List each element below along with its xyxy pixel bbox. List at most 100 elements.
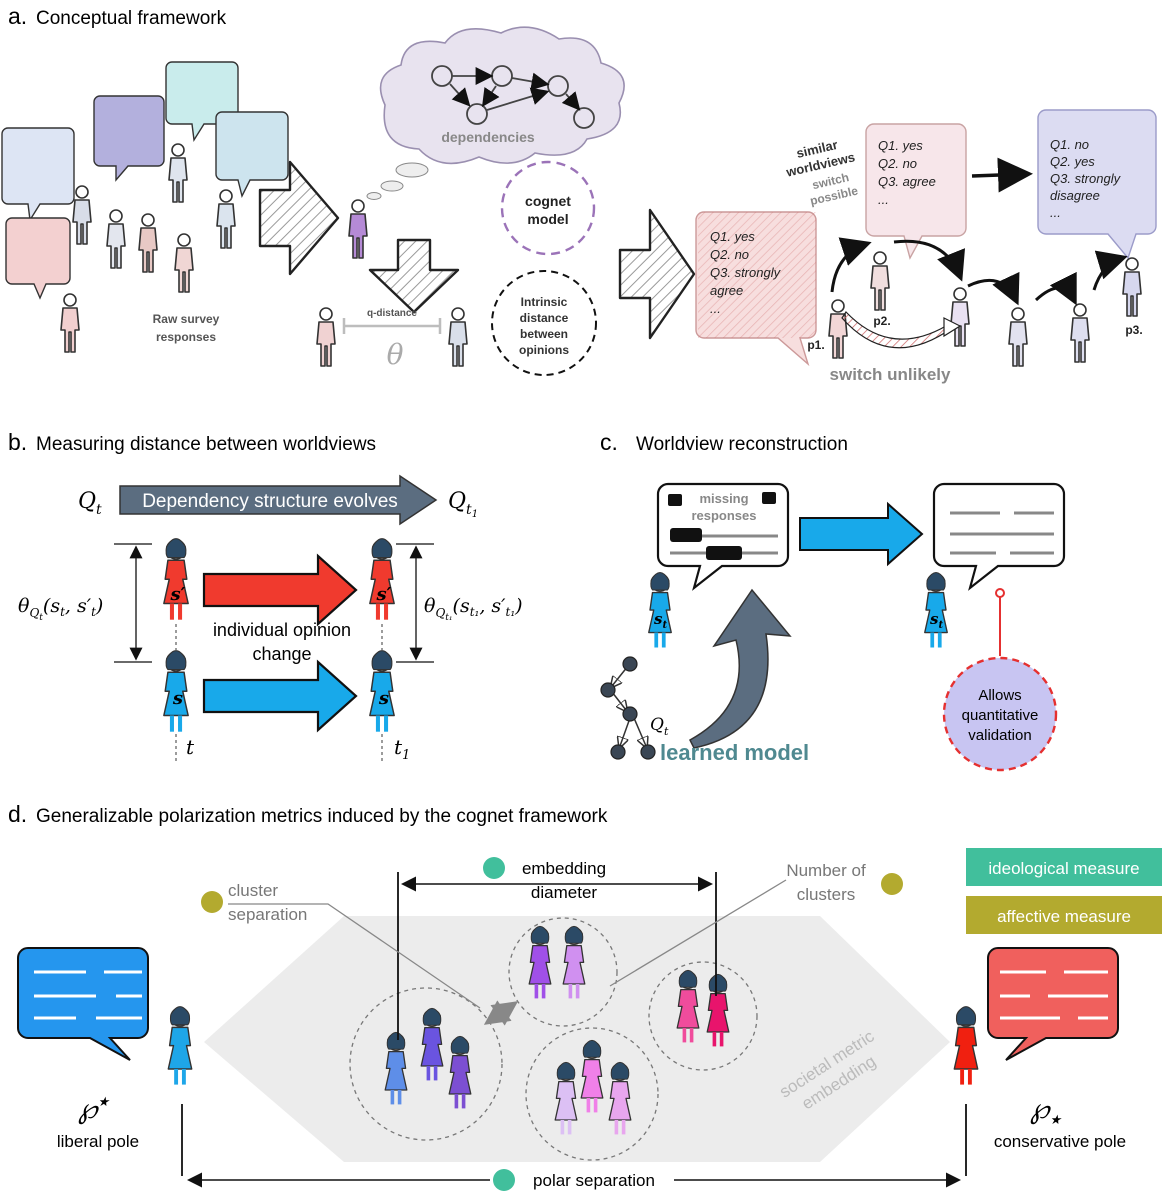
intrinsic-distance-circle bbox=[491, 270, 597, 376]
bubble-text: disagree bbox=[1050, 188, 1100, 203]
switch-arrows bbox=[830, 237, 1128, 306]
q-distance-label: q-distance bbox=[367, 308, 417, 319]
bubble-text: Q3. strongly bbox=[710, 265, 782, 280]
speech-bubble bbox=[5, 217, 71, 300]
reconstructed-bubble bbox=[932, 482, 1066, 591]
opinion-bubble-2 bbox=[865, 123, 967, 260]
learned-model-label: learned model bbox=[660, 740, 809, 765]
affective-dot bbox=[201, 891, 223, 913]
dependency-banner bbox=[119, 474, 438, 526]
model-label: model bbox=[527, 211, 568, 227]
panel-d-title: Generalizable polarization metrics induc… bbox=[36, 806, 608, 827]
switch-unlikely-label: switch unlikely bbox=[830, 365, 951, 384]
cluster-label: cluster bbox=[228, 881, 278, 900]
graph-edge bbox=[449, 83, 471, 107]
graph-edge bbox=[486, 87, 550, 111]
panel-c: c. Worldview reconstruction missing resp… bbox=[600, 429, 1066, 772]
diameter-label: diameter bbox=[531, 883, 597, 902]
opinions-label: opinions bbox=[519, 343, 569, 357]
graph-edge bbox=[561, 91, 581, 111]
person-p1 bbox=[828, 299, 848, 359]
panel-d: d. Generalizable polarization metrics in… bbox=[8, 801, 1162, 1192]
p1-label: p1. bbox=[807, 338, 824, 352]
cognet-model-circle bbox=[500, 160, 596, 256]
person-p3 bbox=[1122, 257, 1142, 317]
bubble-2-lines: Q1. yes Q2. no Q3. agree ... bbox=[878, 138, 936, 207]
graph-node bbox=[573, 107, 595, 129]
between-label: between bbox=[520, 327, 568, 341]
graph-edge bbox=[482, 85, 500, 107]
bubble-text: Q1. yes bbox=[878, 138, 923, 153]
person bbox=[1008, 307, 1028, 367]
cluster-circle bbox=[525, 1027, 659, 1161]
cluster-circle bbox=[349, 987, 503, 1141]
person bbox=[60, 293, 80, 353]
panel-b-letter: b. bbox=[8, 429, 27, 455]
opinion-bubble-3 bbox=[1037, 109, 1157, 260]
woman-red-t bbox=[164, 539, 188, 620]
affective-dot bbox=[881, 873, 903, 895]
s-prime-label: s′ bbox=[376, 584, 392, 605]
thought-dot bbox=[395, 162, 429, 178]
ideological-dot bbox=[483, 857, 505, 879]
panel-b-title: Measuring distance between worldviews bbox=[36, 434, 376, 455]
bubble-text: Q3. agree bbox=[878, 174, 936, 189]
person bbox=[448, 307, 468, 367]
graph-node bbox=[640, 744, 656, 760]
cluster-separation-arrow bbox=[483, 1000, 519, 1026]
survey-bubbles bbox=[1, 61, 289, 300]
p2-label: p2. bbox=[873, 314, 890, 328]
validation-label: validation bbox=[968, 727, 1031, 744]
distance-label: distance bbox=[520, 311, 569, 325]
person bbox=[1070, 303, 1090, 363]
legend-ideological bbox=[966, 848, 1162, 886]
person bbox=[138, 213, 158, 273]
t-label: t bbox=[186, 735, 195, 759]
responses-label: responses bbox=[691, 508, 756, 523]
graph-node bbox=[622, 656, 638, 672]
polar-separation-label: polar separation bbox=[533, 1171, 655, 1190]
validation-pin bbox=[995, 588, 1005, 598]
panel-c-title: Worldview reconstruction bbox=[636, 434, 848, 455]
unlikely-switch-arrow bbox=[841, 311, 954, 349]
responses-label: responses bbox=[156, 330, 216, 344]
dependency-graph bbox=[431, 65, 595, 129]
s-t-label: st bbox=[654, 610, 667, 631]
s-label: s bbox=[172, 688, 183, 709]
q-t1-label: Qt1 bbox=[448, 489, 478, 520]
q-t-label-c: Qt bbox=[650, 715, 669, 738]
intrinsic-label: Intrinsic bbox=[521, 295, 568, 309]
person bbox=[168, 143, 188, 203]
panel-c-letter: c. bbox=[600, 429, 618, 455]
legend-ideological-label: ideological measure bbox=[988, 859, 1139, 878]
bubble-text: Q2. yes bbox=[1050, 154, 1095, 169]
graph-node bbox=[466, 103, 488, 125]
bubble-text: Q2. no bbox=[710, 247, 749, 262]
graph-node bbox=[610, 744, 626, 760]
graph-edge bbox=[511, 72, 550, 91]
raw-survey-label: Raw survey bbox=[153, 312, 220, 326]
ideological-dot bbox=[493, 1169, 515, 1191]
cognet-label: cognet bbox=[525, 193, 571, 209]
conservative-bubble bbox=[987, 947, 1119, 1061]
conservative-woman bbox=[952, 1004, 980, 1087]
bubble-3-lines: Q1. no Q2. yes Q3. strongly disagree ... bbox=[1050, 137, 1122, 220]
theta-left-label: θQt(st, s′t) bbox=[18, 595, 103, 623]
panel-b: b. Measuring distance between worldviews… bbox=[8, 429, 523, 763]
theta-right-label: θQt₁(st₁, s′t₁) bbox=[424, 595, 523, 623]
speech-bubble bbox=[1, 127, 75, 223]
missing-label: missing bbox=[699, 491, 748, 506]
s-label: s bbox=[378, 688, 389, 709]
person bbox=[950, 287, 970, 347]
validation-circle bbox=[942, 656, 1058, 772]
panel-a-title: Conceptual framework bbox=[36, 8, 227, 29]
bubble-arrow bbox=[971, 157, 1033, 193]
opinion-change-arrow bbox=[202, 553, 358, 627]
conservative-symbol: ℘★ bbox=[1030, 1092, 1063, 1128]
legend-affective-label: affective measure bbox=[997, 907, 1131, 926]
person bbox=[174, 233, 194, 293]
bubble-text: Q2. no bbox=[878, 156, 917, 171]
reconstruction-arrow bbox=[799, 501, 924, 567]
number-of-clusters-leader bbox=[609, 879, 787, 987]
